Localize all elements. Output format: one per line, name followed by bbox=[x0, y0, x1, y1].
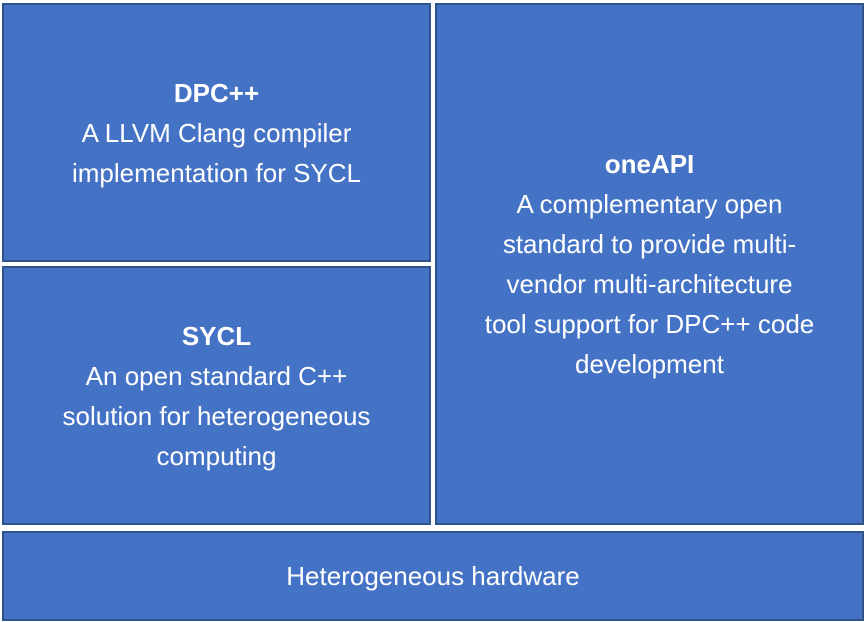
dpcpp-box: DPC++ A LLVM Clang compiler implementati… bbox=[2, 3, 431, 262]
sycl-description: An open standard C++ solution for hetero… bbox=[62, 360, 371, 471]
hardware-label: Heterogeneous hardware bbox=[286, 561, 580, 591]
sycl-title: SYCL bbox=[181, 320, 252, 351]
oneapi-title: oneAPI bbox=[604, 149, 695, 179]
sycl-box: SYCL An open standard C++ solution for h… bbox=[2, 266, 431, 525]
oneapi-box: oneAPI A complementary open standard to … bbox=[435, 3, 864, 525]
dpcpp-description: A LLVM Clang compiler implementation for… bbox=[71, 117, 362, 188]
dpcpp-title: DPC++ bbox=[173, 77, 260, 108]
hardware-box: Heterogeneous hardware bbox=[2, 531, 864, 621]
oneapi-description: A complementary open standard to provide… bbox=[484, 189, 815, 379]
